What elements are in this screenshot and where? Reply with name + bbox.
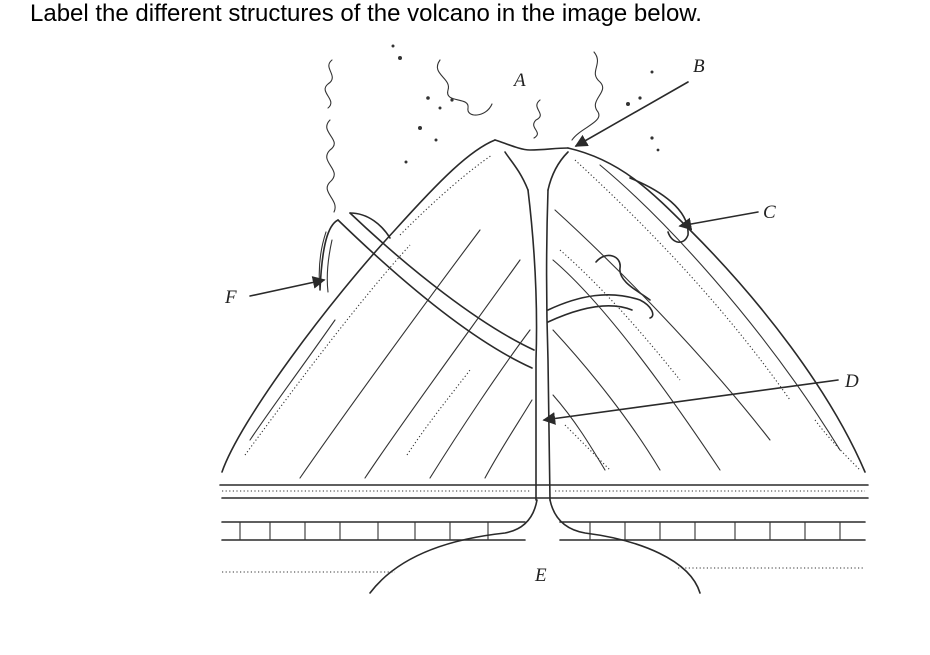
magma-chamber: [369, 499, 701, 594]
question-text: Label the different structures of the vo…: [30, 0, 702, 27]
ash-particles: [391, 44, 660, 164]
arrow-d: [542, 379, 839, 425]
label-a: A: [512, 70, 526, 91]
main-vent: [527, 189, 551, 501]
arrow-b: [574, 81, 689, 147]
secondary-vent: [337, 212, 535, 369]
label-c: C: [763, 202, 776, 223]
sill: [547, 294, 654, 323]
ground-strata: [219, 484, 869, 573]
label-f: F: [224, 287, 237, 308]
lava-flow: [629, 177, 689, 243]
parasitic-cone: [319, 212, 391, 291]
arrow-f: [249, 276, 326, 297]
cone-strata: [244, 154, 861, 479]
volcano-cone: [221, 139, 866, 473]
arrow-c: [678, 211, 759, 231]
smoke-plumes: [324, 51, 604, 213]
label-b: B: [693, 56, 705, 77]
label-d: D: [844, 371, 859, 392]
label-e: E: [534, 565, 547, 586]
crater: [494, 139, 569, 191]
